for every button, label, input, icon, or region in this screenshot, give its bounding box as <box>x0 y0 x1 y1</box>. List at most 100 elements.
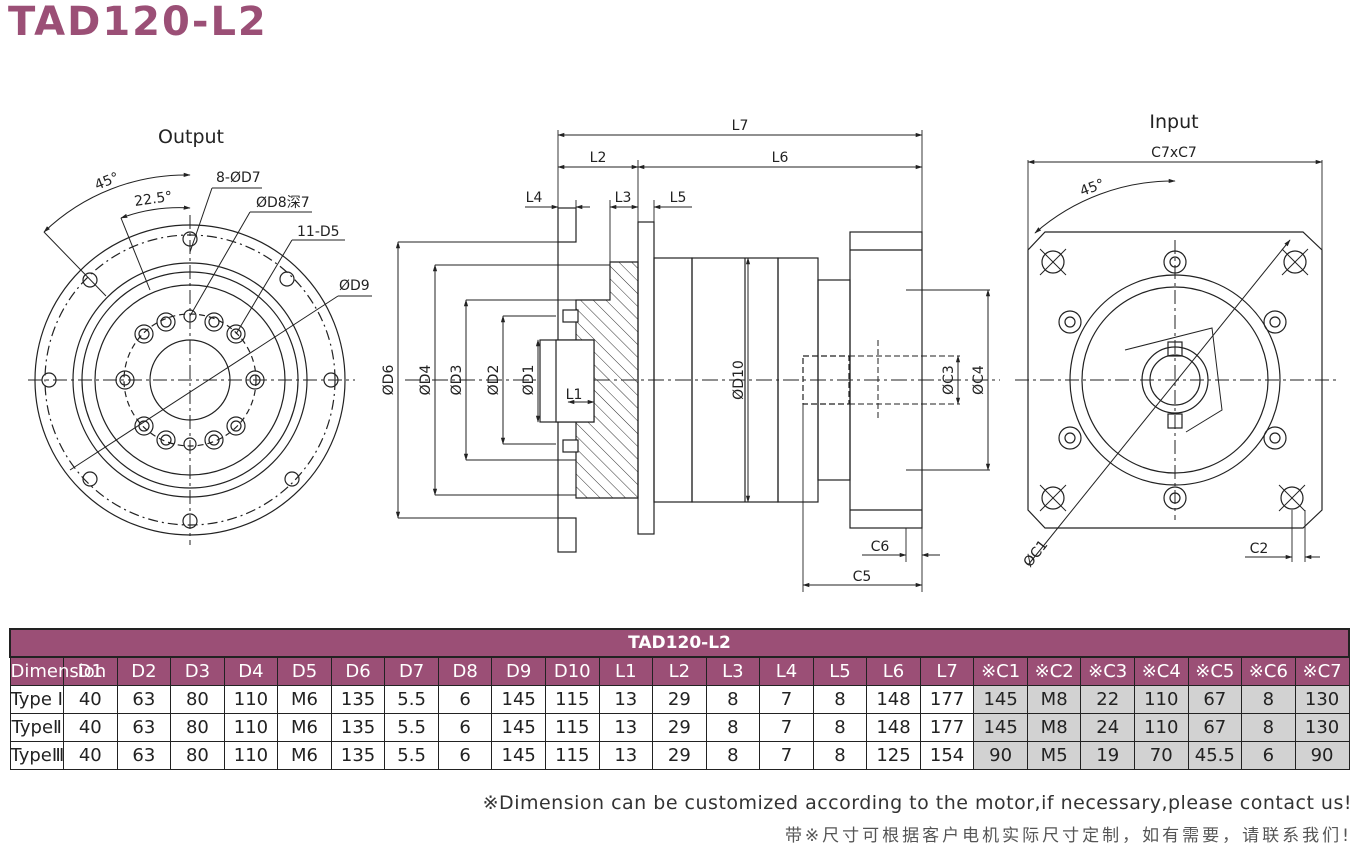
table-cell: 6 <box>437 741 493 770</box>
table-cell: 8 <box>1241 713 1296 742</box>
row-label: TypeⅡ <box>9 713 65 742</box>
table-cell: 145 <box>491 741 546 770</box>
table-cell: 8 <box>812 685 868 714</box>
header-c3: ※C3 <box>1080 656 1135 686</box>
table-cell: 67 <box>1187 713 1243 742</box>
header-l3: L3 <box>705 656 761 686</box>
table-cell: M6 <box>277 685 332 714</box>
note-chinese: 带※尺寸可根据客户电机实际尺寸定制，如有需要，请联系我们! <box>784 826 1352 846</box>
table-cell: 8 <box>705 685 761 714</box>
table-cell: 29 <box>652 685 707 714</box>
table-caption: TAD120-L2 <box>9 628 1350 658</box>
table-cell: 5.5 <box>384 741 439 770</box>
label-c5: C5 <box>853 569 872 585</box>
table-cell: 125 <box>866 741 921 770</box>
header-d6: D6 <box>330 656 386 686</box>
table-cell: 13 <box>598 741 654 770</box>
table-cell: 29 <box>652 713 707 742</box>
label-22-5: 22.5° <box>133 189 173 210</box>
table-cell: 110 <box>223 713 279 742</box>
output-view: Output <box>28 126 372 545</box>
table-cell: 40 <box>63 713 118 742</box>
table-cell: 8 <box>1241 685 1296 714</box>
bolt-holes <box>115 309 265 451</box>
table-cell: 29 <box>652 741 707 770</box>
table-cell: 115 <box>544 741 600 770</box>
header-dimension: Dimension <box>9 656 106 686</box>
header-d2: D2 <box>116 656 172 686</box>
note-english: ※Dimension can be customized according t… <box>482 792 1352 814</box>
table-cell: 145 <box>491 713 546 742</box>
table-cell: 110 <box>1133 713 1189 742</box>
table-cell: 110 <box>223 685 279 714</box>
table-cell: 24 <box>1080 713 1135 742</box>
page-title: TAD120-L2 <box>8 0 268 45</box>
table-cell: 8 <box>705 713 761 742</box>
label-l7: L7 <box>732 118 749 134</box>
table-cell: 145 <box>973 685 1028 714</box>
table-cell: 135 <box>330 741 386 770</box>
table-cell: 22 <box>1080 685 1135 714</box>
table-cell: 145 <box>973 713 1028 742</box>
table-cell: 6 <box>437 685 493 714</box>
output-view-title: Output <box>158 126 224 148</box>
table-cell: M8 <box>1026 685 1082 714</box>
label-d1: ØD1 <box>521 365 537 396</box>
header-l2: L2 <box>652 656 707 686</box>
table-cell: 67 <box>1187 685 1243 714</box>
label-d8: ØD8深7 <box>256 195 310 211</box>
table-cell: 6 <box>1241 741 1296 770</box>
input-view: Input <box>1015 111 1340 570</box>
label-d3: ØD3 <box>449 365 465 396</box>
label-d5: 11-D5 <box>297 224 340 240</box>
table-cell: M6 <box>277 741 332 770</box>
label-d10: ØD10 <box>731 360 747 400</box>
table-cell: 8 <box>705 741 761 770</box>
header-d3: D3 <box>170 656 225 686</box>
label-l5: L5 <box>670 190 687 206</box>
label-l6: L6 <box>772 150 789 166</box>
header-d5: D5 <box>277 656 332 686</box>
table-cell: 177 <box>919 685 975 714</box>
table-cell: M8 <box>1026 713 1082 742</box>
label-c3: ØC3 <box>941 365 957 395</box>
table-cell: 80 <box>170 713 225 742</box>
table-cell: 110 <box>1133 685 1189 714</box>
table-cell: 148 <box>866 685 921 714</box>
header-l4: L4 <box>759 656 814 686</box>
table-cell: 148 <box>866 713 921 742</box>
header-d7: D7 <box>384 656 439 686</box>
table-cell: 90 <box>973 741 1028 770</box>
table-cell: 8 <box>812 741 868 770</box>
label-45-out: 45° <box>93 170 122 194</box>
label-45-in: 45° <box>1078 176 1107 200</box>
input-hex-bolts <box>1058 250 1287 510</box>
table-cell: 63 <box>116 713 172 742</box>
table-cell: 63 <box>116 685 172 714</box>
table-cell: 7 <box>759 713 814 742</box>
header-c6: ※C6 <box>1241 656 1296 686</box>
header-d4: D4 <box>223 656 279 686</box>
row-label: Type Ⅰ <box>9 685 65 714</box>
table-cell: 80 <box>170 741 225 770</box>
table-cell: 13 <box>598 713 654 742</box>
table-cell: 40 <box>63 741 118 770</box>
table-cell: 7 <box>759 741 814 770</box>
header-c5: ※C5 <box>1187 656 1243 686</box>
table-cell: 63 <box>116 741 172 770</box>
label-d6: ØD6 <box>381 365 397 396</box>
table-cell: 45.5 <box>1187 741 1243 770</box>
table-cell: 135 <box>330 713 386 742</box>
table-cell: 7 <box>759 685 814 714</box>
table-cell: M5 <box>1026 741 1082 770</box>
label-c7: C7xC7 <box>1151 145 1197 161</box>
table-cell: 110 <box>223 741 279 770</box>
header-d9: D9 <box>491 656 546 686</box>
header-c2: ※C2 <box>1026 656 1082 686</box>
